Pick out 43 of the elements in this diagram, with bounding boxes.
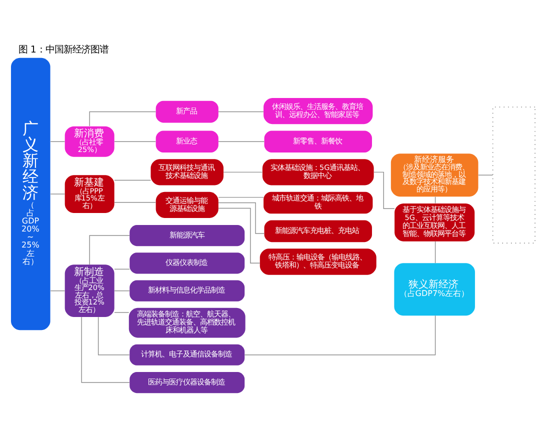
connector [478,174,494,176]
node-box: 新能源汽车充电桩、充电站 [264,220,372,242]
connector [218,202,265,234]
node-box: 交通运输与能源基础设施 [156,192,218,218]
node-box: 新消费 （占社零25%） [64,126,114,157]
connector [98,316,130,356]
node-box: 新产品 [156,100,218,123]
node-box: 仪器仪表制造 [130,252,245,274]
connector [81,316,130,383]
connector [223,172,263,173]
connector [434,241,436,264]
connector [89,235,130,265]
node-box: 新能源汽车 [130,224,245,246]
node-box: 新材料与信息化学品制造 [130,280,245,302]
connector [114,312,130,313]
connector [218,196,264,198]
node-box: 医药与医疗仪器设备制造 [130,372,245,394]
node-box: 城市轨道交通：城际高铁、地铁 [264,192,373,214]
diagram-title: 图 1：中国新经济图谱 [18,44,108,56]
connector [218,111,264,112]
node-box: 互联网科技与通讯技术基础设施 [150,159,224,186]
node-box: 基于实体基础设施与5G、云计算等技术的工业互联网、人工智能、物联网平台等 [394,204,475,242]
connector [114,290,130,292]
connector [244,315,436,356]
connector [114,202,156,203]
node-box: 特高压：输电设备（输电线路、铁塔和）、特高压变电设备 [260,248,376,275]
node-box: 新制造 （占工业生产20%左右，总投资12%左右） [64,264,114,318]
connector [218,141,265,142]
connector [89,111,156,126]
connector [50,290,66,292]
node-box [492,106,536,244]
node-box: 新业态 [156,130,218,153]
node-box: 休闲娱乐、生活服务、教育培训、远程办公、智能家居等 [264,98,373,124]
node-box: 高端装备制造：航空、航天器、先进轨道交通装备、高档数控机床和机器人等 [128,308,246,338]
node-box: 新零售、新餐饮 [264,130,372,153]
node-box: 计算机、电子及通信设备制造 [130,344,245,366]
node-box: 新基建 （占PPP库15%左右） [64,175,114,213]
node-box: 实体基础设施：5G通讯基站、数据中心 [262,159,374,186]
connector [114,141,156,142]
connector [114,180,152,181]
connector [50,141,66,142]
connector [218,208,260,264]
connector [114,268,130,270]
